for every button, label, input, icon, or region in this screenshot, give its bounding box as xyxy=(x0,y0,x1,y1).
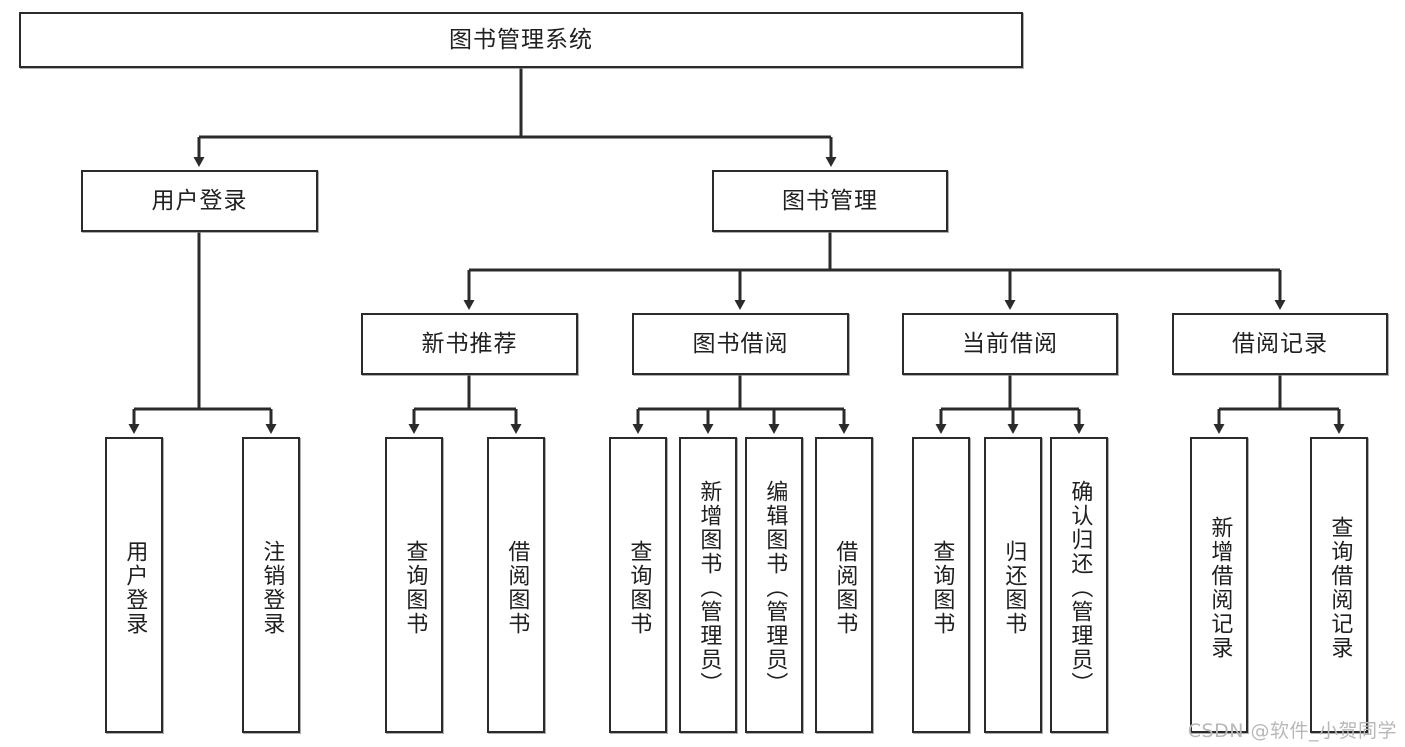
node-label: 借阅图书 xyxy=(504,540,530,636)
node-label: 借阅记录 xyxy=(1232,330,1328,357)
node-label: 注销登录 xyxy=(259,540,285,636)
node-level3-borrow-record[interactable]: 借阅记录 xyxy=(1172,313,1388,375)
node-leaf-query-book-current[interactable]: 查询图书 xyxy=(912,437,970,733)
node-label: 查询图书 xyxy=(929,540,955,636)
node-label: 用户登录 xyxy=(122,540,148,636)
node-leaf-query-book-recommend[interactable]: 查询图书 xyxy=(385,437,443,733)
node-label: 图书借阅 xyxy=(692,330,789,357)
node-level2-book-management[interactable]: 图书管理 xyxy=(712,170,948,232)
node-label: 新增借阅记录 xyxy=(1207,516,1233,660)
node-leaf-logout[interactable]: 注销登录 xyxy=(242,437,300,733)
node-label: 查询图书 xyxy=(402,540,428,636)
node-label: 新书推荐 xyxy=(421,330,518,357)
node-label: 当前借阅 xyxy=(962,330,1058,357)
node-root[interactable]: 图书管理系统 xyxy=(19,12,1023,68)
node-leaf-edit-book-admin[interactable]: 编辑图书（管理员） xyxy=(745,437,803,733)
node-label: 图书管理 xyxy=(782,187,878,214)
node-leaf-query-book-borrow[interactable]: 查询图书 xyxy=(609,437,667,733)
node-label: 归还图书 xyxy=(1001,540,1027,636)
node-level3-book-borrow[interactable]: 图书借阅 xyxy=(632,313,849,375)
node-leaf-borrow-book[interactable]: 借阅图书 xyxy=(815,437,873,733)
node-leaf-query-borrow-record[interactable]: 查询借阅记录 xyxy=(1310,437,1368,733)
node-label: 查询借阅记录 xyxy=(1327,516,1353,660)
node-leaf-borrow-book-recommend[interactable]: 借阅图书 xyxy=(487,437,545,733)
node-leaf-confirm-return-admin[interactable]: 确认归还（管理员） xyxy=(1050,437,1108,733)
node-label: 确认归还（管理员） xyxy=(1067,480,1093,696)
node-leaf-user-login[interactable]: 用户登录 xyxy=(105,437,163,733)
node-label: 编辑图书（管理员） xyxy=(762,480,788,696)
node-label: 借阅图书 xyxy=(832,540,858,636)
node-level2-user-login[interactable]: 用户登录 xyxy=(81,170,318,232)
node-label: 用户登录 xyxy=(151,187,248,214)
node-leaf-return-book[interactable]: 归还图书 xyxy=(984,437,1042,733)
node-root-label: 图书管理系统 xyxy=(449,26,593,53)
node-label: 查询图书 xyxy=(626,540,652,636)
node-leaf-add-borrow-record[interactable]: 新增借阅记录 xyxy=(1190,437,1248,733)
node-level3-new-book-recommend[interactable]: 新书推荐 xyxy=(361,313,578,375)
csdn-watermark: CSDN @软件_小贺同学 xyxy=(1187,720,1397,742)
node-level3-current-borrow[interactable]: 当前借阅 xyxy=(902,313,1118,375)
node-leaf-add-book-admin[interactable]: 新增图书（管理员） xyxy=(679,437,737,733)
node-label: 新增图书（管理员） xyxy=(696,480,722,696)
